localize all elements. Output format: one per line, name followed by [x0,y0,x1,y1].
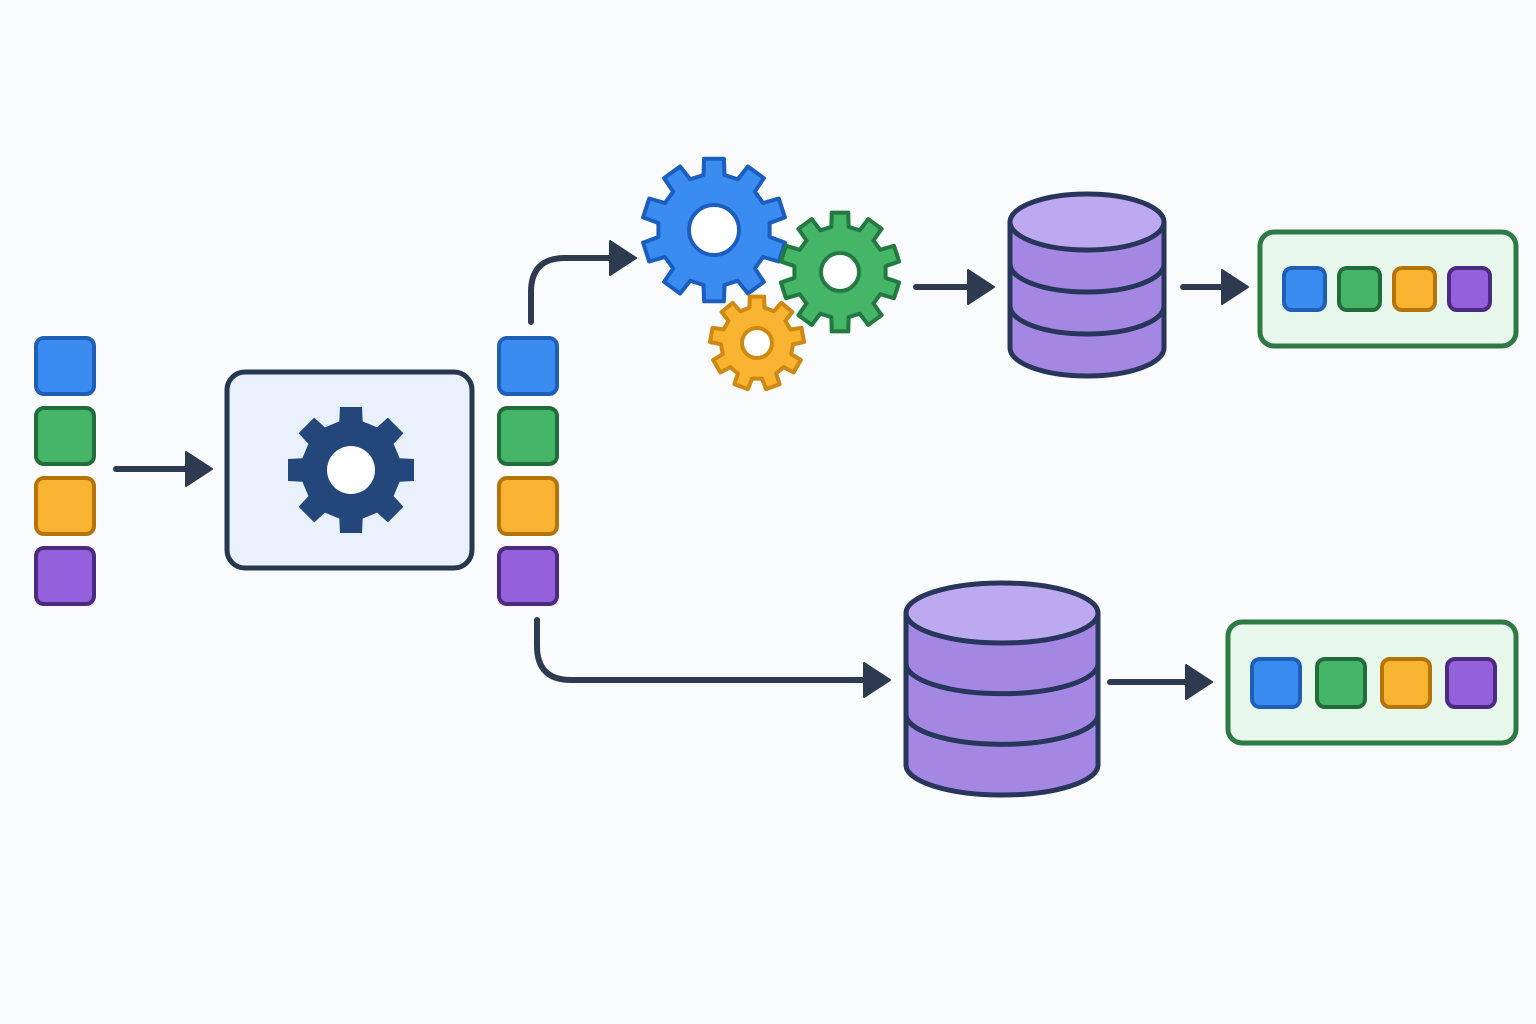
data-item-orange [497,476,559,536]
gear-icon-blue [641,156,787,304]
output-row-lower-items [1250,657,1497,709]
arrow-split-to-lower-database [534,617,891,698]
split-data-stack [497,336,559,606]
arrow-input-to-processor [113,451,213,487]
output-item-orange [1380,657,1432,709]
output-item-purple [1447,266,1492,312]
data-item-purple [34,546,96,606]
data-item-blue [497,336,559,396]
database-upper-shape [1007,191,1167,379]
data-item-blue [34,336,96,396]
processor-gear-shape [288,407,414,533]
arrow-upper-database-to-output [1180,269,1249,305]
gear-icon-green [778,210,902,334]
arrow-lower-database-to-output [1107,664,1213,700]
data-item-orange [34,476,96,536]
database-icon-upper [1007,191,1167,379]
data-item-green [34,406,96,466]
output-row-upper [1257,229,1519,349]
output-item-blue [1250,657,1302,709]
database-icon-lower [903,580,1101,798]
arrow-split-to-gears [528,240,637,325]
output-row-upper-items [1282,266,1492,312]
processor-box [224,369,475,571]
output-row-lower [1225,619,1519,746]
output-item-green [1337,266,1382,312]
output-item-orange [1392,266,1437,312]
arrow-gears-to-upper-database [913,269,995,305]
output-item-purple [1445,657,1497,709]
gear-cluster [641,156,902,392]
database-lower-shape [903,580,1101,798]
input-data-stack [34,336,96,606]
gear-icon-orange [708,294,806,392]
connector-arrows [113,240,1249,700]
data-item-green [497,406,559,466]
output-item-green [1315,657,1367,709]
output-item-blue [1282,266,1327,312]
gear-icon [288,407,414,533]
data-item-purple [497,546,559,606]
